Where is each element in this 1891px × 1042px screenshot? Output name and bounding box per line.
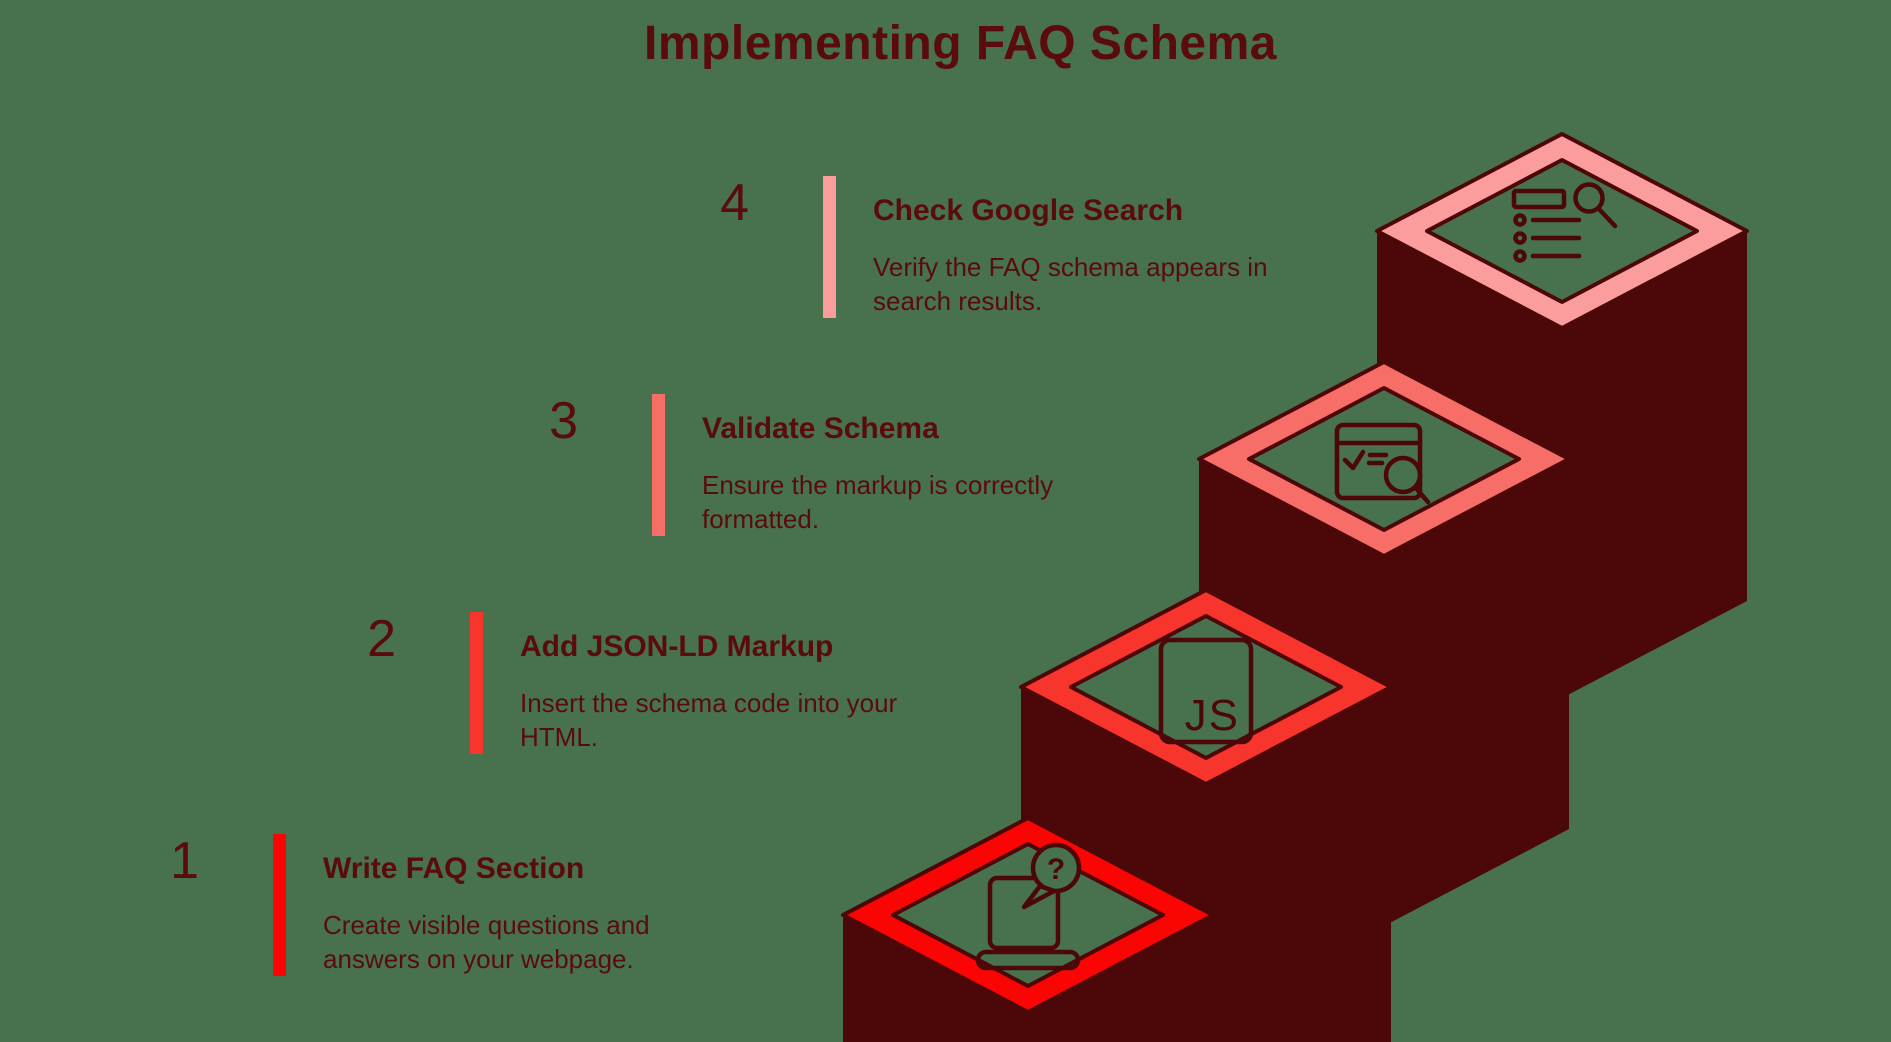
page-title: Implementing FAQ Schema (644, 17, 1277, 70)
step-3-diamond-inner (1247, 386, 1521, 532)
step-3-title: Validate Schema (702, 412, 939, 445)
step-2-accent-bar (470, 612, 483, 754)
validate-window-search-icon (1334, 422, 1431, 505)
step-4-number: 4 (720, 174, 749, 232)
step-1-accent-bar (273, 834, 286, 976)
step-2-text-block: 2 Add JSON-LD Markup Insert the schema c… (276, 612, 897, 755)
step-3-text-block: 3 Validate Schema Ensure the markup is c… (458, 394, 1053, 537)
step-4-text-block: 4 Check Google Search Verify the FAQ sch… (629, 176, 1268, 319)
laptop-question-icon: ? (975, 842, 1082, 971)
step-3-description: Ensure the markup is correctly formatted… (702, 470, 1054, 534)
step-1-title: Write FAQ Section (323, 852, 585, 885)
step-4-diamond-inner (1425, 158, 1699, 304)
step-2-number: 2 (367, 610, 396, 668)
step-1-text-block: 1 Write FAQ Section Create visible quest… (79, 834, 650, 977)
step-1-description: Create visible questions and answers on … (323, 910, 650, 974)
step-1-number: 1 (170, 832, 199, 890)
step-4-accent-bar (823, 176, 836, 318)
step-4-description: Verify the FAQ schema appears in search … (873, 252, 1268, 316)
step-4-title: Check Google Search (873, 194, 1184, 227)
step-3-accent-bar (652, 394, 665, 536)
question-mark-label: ? (1047, 853, 1065, 886)
step-2-description: Insert the schema code into your HTML. (520, 688, 898, 752)
step-3-number: 3 (549, 392, 578, 450)
step-2-title: Add JSON-LD Markup (520, 630, 834, 663)
step-2-diamond-inner (1069, 614, 1343, 760)
step-1-diamond-inner (891, 842, 1165, 988)
step-1-block: ? (841, 816, 1215, 1042)
js-label: JS (1185, 691, 1240, 740)
js-file-icon: JS (1158, 637, 1254, 745)
search-results-list-icon (1511, 182, 1618, 263)
